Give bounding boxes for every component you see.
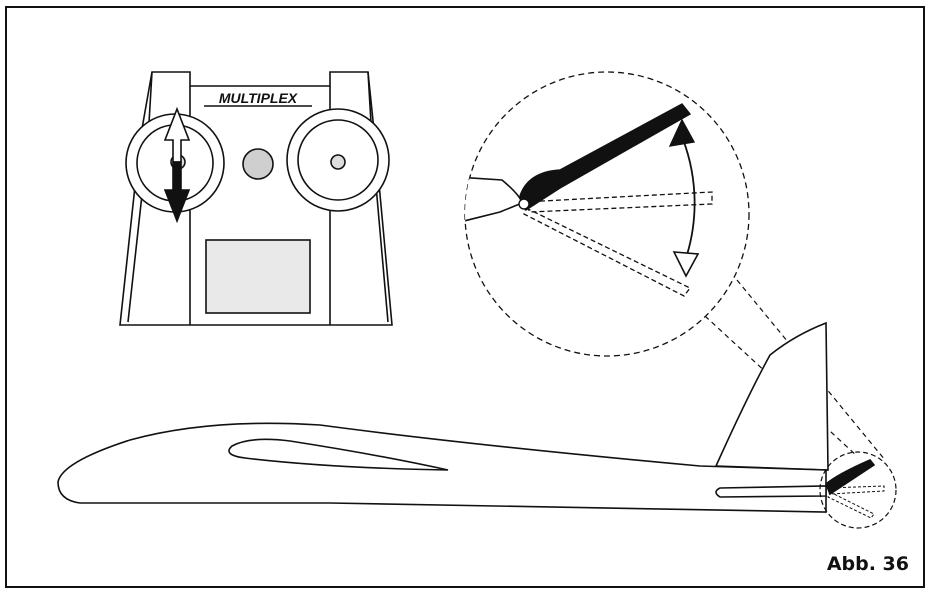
brand-logo: MULTIPLEX	[204, 90, 312, 107]
hinge-point	[518, 198, 530, 210]
center-knob	[242, 148, 274, 180]
elevator-slot	[715, 485, 827, 498]
rudder-small-dashed-down	[827, 491, 875, 519]
arrow-down-outline-icon	[672, 251, 700, 278]
rudder-small-solid	[825, 459, 876, 496]
transmitter: MULTIPLEX	[119, 71, 393, 326]
zoom-circle	[464, 71, 750, 357]
right-stick-gimbal	[286, 108, 390, 212]
brand-label: MULTIPLEX	[219, 90, 299, 106]
rudder-up-solid	[519, 103, 692, 212]
airplane	[57, 321, 897, 529]
transmitter-display	[205, 239, 311, 314]
rudder-small-zoom-circle	[819, 451, 897, 529]
rudder-detail-magnified	[464, 71, 750, 357]
fin-stub	[465, 175, 523, 223]
double-arrow-icon	[163, 106, 191, 224]
canopy	[228, 438, 449, 471]
fuselage	[57, 422, 827, 513]
rudder-down-dashed	[523, 207, 691, 297]
arrow-down-icon	[163, 161, 191, 224]
figure-caption: Abb. 36	[826, 553, 909, 575]
arrow-up-solid-icon	[668, 118, 696, 147]
deflection-arc	[679, 131, 696, 259]
vertical-fin	[714, 321, 829, 471]
